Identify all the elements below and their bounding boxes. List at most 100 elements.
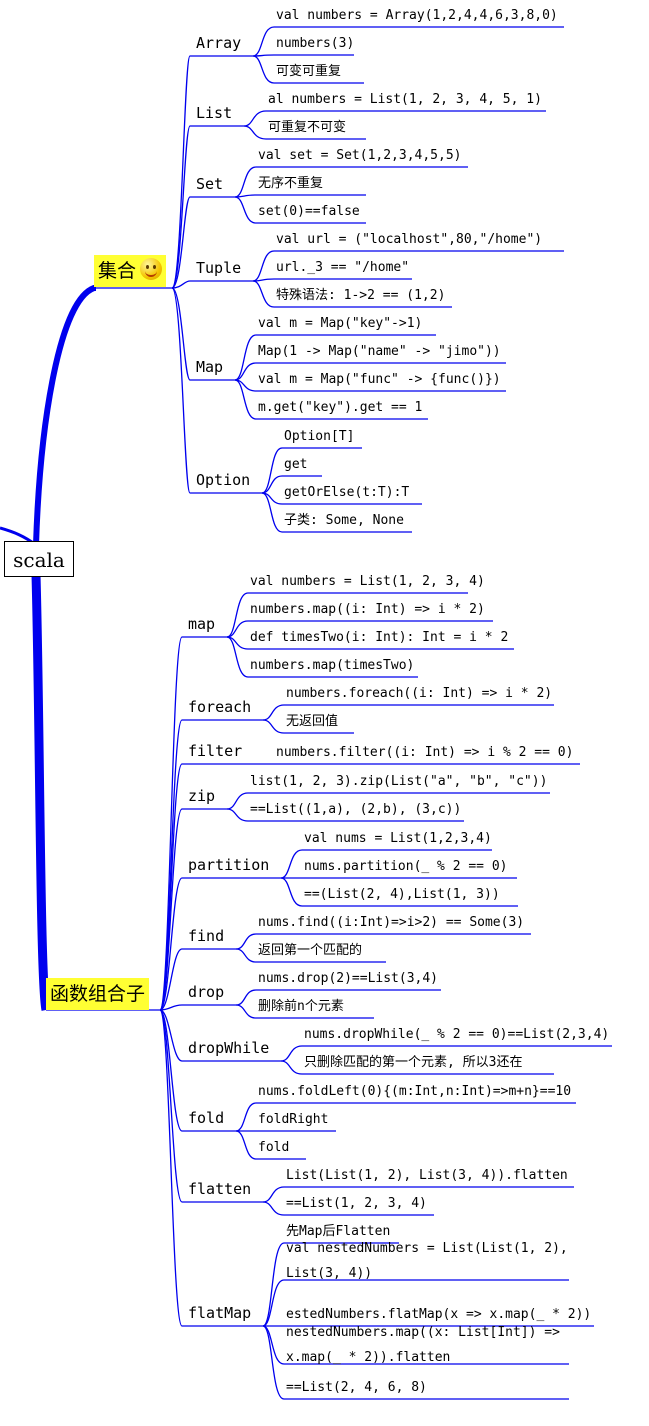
leaf-item[interactable]: numbers.map(timesTwo) <box>250 658 415 673</box>
connector-line <box>262 719 285 734</box>
leaf-item[interactable]: nums.drop(2)==List(3,4) <box>258 971 439 986</box>
connector-line <box>235 989 257 1006</box>
connector-line <box>280 1060 303 1075</box>
connector-line <box>261 447 283 494</box>
leaf-item[interactable]: fold <box>258 1140 290 1155</box>
leaf-item[interactable]: numbers(3) <box>276 36 355 51</box>
leaf-item[interactable]: def timesTwo(i: Int): Int = i * 2 <box>250 630 509 645</box>
connector-line <box>280 877 303 907</box>
branch-tuple[interactable]: Tuple <box>196 259 242 277</box>
branch-zip[interactable]: zip <box>188 787 216 805</box>
connector-line <box>262 1325 285 1400</box>
connector-line <box>226 808 249 822</box>
leaf-item[interactable]: 无序不重复 <box>258 176 324 191</box>
connector-line <box>234 379 257 420</box>
leaf-item[interactable]: 先Map后Flatten <box>286 1224 391 1239</box>
leaf-item[interactable]: List(List(1, 2), List(3, 4)).flatten <box>286 1168 568 1183</box>
connector-line <box>243 125 267 140</box>
category-collections[interactable]: 集合 <box>94 255 167 287</box>
leaf-item[interactable]: val url = ("localhost",80,"/home") <box>276 232 543 247</box>
branch-array[interactable]: Array <box>196 34 242 52</box>
connector-line <box>235 1004 257 1019</box>
leaf-item[interactable]: numbers.map((i: Int) => i * 2) <box>250 602 485 617</box>
connector-line <box>252 280 275 308</box>
leaf-item[interactable]: ==List(1, 2, 3, 4) <box>286 1196 427 1211</box>
leaf-item[interactable]: url._3 == "/home" <box>276 260 410 275</box>
connector-line <box>159 808 183 1011</box>
leaf-item[interactable]: numbers.foreach((i: Int) => i * 2) <box>286 686 553 701</box>
leaf-item[interactable]: 只删除匹配的第一个元素, 所以3还在 <box>304 1055 523 1070</box>
branch-option[interactable]: Option <box>196 471 251 489</box>
connector-line <box>159 948 183 1011</box>
connector-line <box>234 166 257 198</box>
leaf-item[interactable]: 子类: Some, None <box>284 513 404 528</box>
leaf-item[interactable]: val nestedNumbers = List(List(1, 2), Lis… <box>286 1241 568 1281</box>
leaf-item[interactable]: 特殊语法: 1->2 == (1,2) <box>276 288 446 303</box>
leaf-item[interactable]: val nums = List(1,2,3,4) <box>304 831 492 846</box>
branch-partition[interactable]: partition <box>188 856 270 874</box>
leaf-item[interactable]: 返回第一个匹配的 <box>258 943 363 958</box>
leaf-item[interactable]: val set = Set(1,2,3,4,5,5) <box>258 148 462 163</box>
root-node-scala[interactable]: scala <box>4 541 74 577</box>
leaf-item[interactable]: m.get("key").get == 1 <box>258 400 423 415</box>
leaf-item[interactable]: ==(List(2, 4),List(1, 3)) <box>304 887 500 902</box>
leaf-item[interactable]: numbers.filter((i: Int) => i % 2 == 0) <box>276 745 574 760</box>
connector-line <box>234 196 257 224</box>
connector-line <box>159 1009 183 1062</box>
leaf-item[interactable]: Map(1 -> Map("name" -> "jimo")) <box>258 344 501 359</box>
leaf-item[interactable]: foldRight <box>258 1112 329 1127</box>
branch-list[interactable]: List <box>196 104 233 122</box>
branch-set[interactable]: Set <box>196 175 224 193</box>
connector-line <box>262 1279 285 1327</box>
leaf-item[interactable]: nums.foldLeft(0){(m:Int,n:Int)=>m+n}==10 <box>258 1084 572 1099</box>
leaf-item[interactable]: getOrElse(t:T):T <box>284 485 410 500</box>
connector-line <box>226 592 249 638</box>
leaf-item[interactable]: Option[T] <box>284 429 355 444</box>
connector-line <box>235 948 257 963</box>
leaf-item[interactable]: nums.find((i:Int)=>i>2) == Some(3) <box>258 915 525 930</box>
category-combinators[interactable]: 函数组合子 <box>46 978 150 1010</box>
leaf-item[interactable]: al numbers = List(1, 2, 3, 4, 5, 1) <box>268 92 542 107</box>
branch-flatmap[interactable]: flatMap <box>188 1304 252 1322</box>
connector-line <box>235 1130 257 1160</box>
leaf-item[interactable]: val numbers = Array(1,2,4,4,6,3,8,0) <box>276 8 558 23</box>
connector-line <box>171 287 191 381</box>
branch-filter[interactable]: filter <box>188 742 243 760</box>
leaf-item[interactable]: val m = Map("key"->1) <box>258 316 423 331</box>
leaf-item[interactable]: set(0)==false <box>258 204 360 219</box>
connector-line <box>261 492 283 533</box>
connector-line <box>171 196 191 289</box>
branch-fold[interactable]: fold <box>188 1109 225 1127</box>
category-label: 函数组合子 <box>50 983 146 1005</box>
connector-line <box>171 287 191 494</box>
leaf-item[interactable]: estedNumbers.flatMap(x => x.map(_ * 2)) <box>286 1307 592 1322</box>
connector-line <box>159 1009 183 1327</box>
leaf-item[interactable]: nestedNumbers.map((x: List[Int]) => x.ma… <box>286 1325 560 1365</box>
leaf-item[interactable]: 删除前n个元素 <box>258 999 344 1014</box>
leaf-item[interactable]: get <box>284 457 308 472</box>
leaf-item[interactable]: list(1, 2, 3).zip(List("a", "b", "c")) <box>250 774 548 789</box>
branch-flatten[interactable]: flatten <box>188 1180 252 1198</box>
branch-map[interactable]: Map <box>196 358 224 376</box>
connector-line <box>234 362 257 381</box>
leaf-item[interactable]: nums.dropWhile(_ % 2 == 0)==List(2,3,4) <box>304 1027 610 1042</box>
leaf-item[interactable]: nums.partition(_ % 2 == 0) <box>304 859 508 874</box>
connector-line <box>159 1004 183 1011</box>
connector-line <box>262 1201 285 1216</box>
leaf-item[interactable]: 无返回值 <box>286 714 339 729</box>
leaf-item[interactable]: val numbers = List(1, 2, 3, 4) <box>250 574 485 589</box>
connector-line <box>252 250 275 282</box>
connector-line <box>226 620 249 638</box>
connector-line <box>159 1009 183 1203</box>
leaf-item[interactable]: val m = Map("func" -> {func()}) <box>258 372 501 387</box>
leaf-item[interactable]: ==List((1,a), (2,b), (3,c)) <box>250 802 462 817</box>
branch-dropwhile[interactable]: dropWhile <box>188 1039 270 1057</box>
branch-drop[interactable]: drop <box>188 983 225 1001</box>
connector-line <box>159 763 183 1011</box>
branch-map[interactable]: map <box>188 615 216 633</box>
leaf-item[interactable]: 可重复不可变 <box>268 120 347 135</box>
leaf-item[interactable]: 可变可重复 <box>276 64 342 79</box>
branch-foreach[interactable]: foreach <box>188 698 252 716</box>
branch-find[interactable]: find <box>188 927 225 945</box>
leaf-item[interactable]: ==List(2, 4, 6, 8) <box>286 1380 427 1395</box>
